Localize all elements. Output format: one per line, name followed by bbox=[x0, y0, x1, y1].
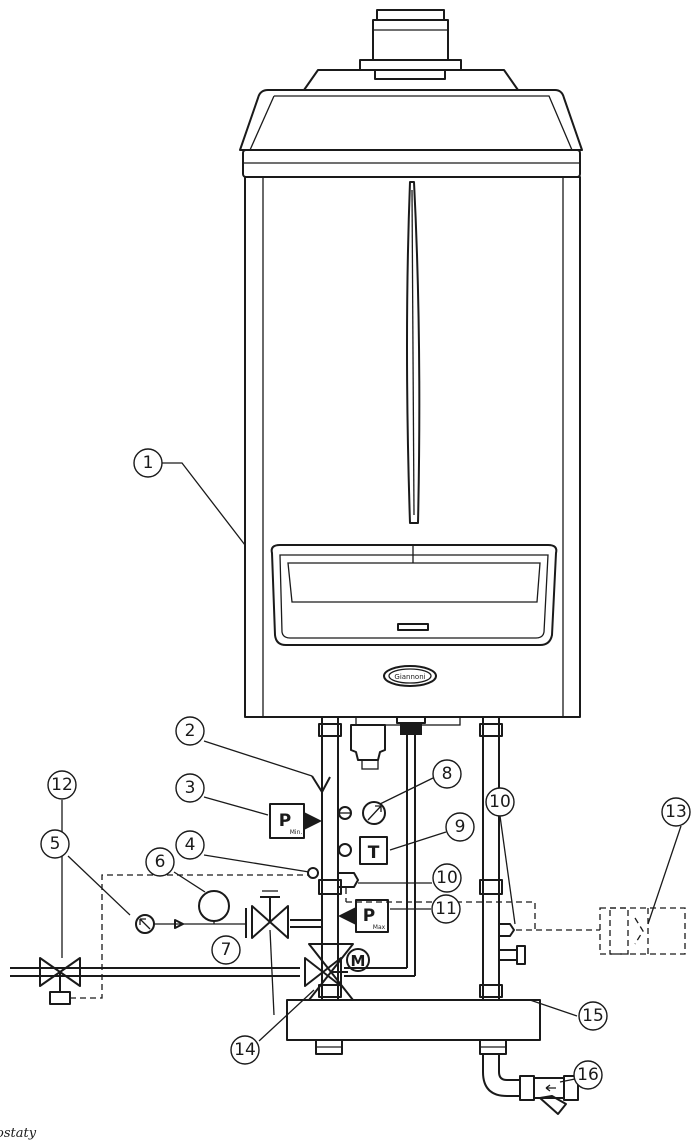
boiler-casing: Giannoni bbox=[244, 176, 581, 718]
hydraulic-separator bbox=[286, 999, 541, 1055]
pipework bbox=[10, 717, 600, 1000]
svg-text:9: 9 bbox=[455, 817, 466, 837]
callout-12: 12 bbox=[47, 770, 77, 800]
min-pressure-switch: P Min. bbox=[269, 803, 322, 839]
y-strainer-filter bbox=[482, 1053, 579, 1115]
sensor-probe bbox=[307, 867, 319, 879]
callout-1: 1 bbox=[133, 448, 163, 478]
callout-14: 14 bbox=[230, 1035, 260, 1065]
drain-cock-right bbox=[498, 923, 515, 937]
thermostat-symbol: T bbox=[338, 836, 388, 865]
svg-text:1: 1 bbox=[143, 453, 154, 473]
pressure-gauge-symbol bbox=[338, 801, 386, 825]
callout-5: 5 bbox=[40, 829, 70, 859]
bottom-fittings bbox=[350, 716, 461, 770]
caption-text: ostaty bbox=[0, 1126, 37, 1141]
leader-lines bbox=[61, 462, 682, 1083]
svg-text:10: 10 bbox=[489, 792, 511, 812]
max-pressure-sub: Max bbox=[373, 924, 386, 931]
drain-cock-left bbox=[337, 872, 359, 902]
boiler-unit: Giannoni bbox=[239, 9, 583, 770]
control-panel bbox=[270, 544, 558, 646]
svg-text:8: 8 bbox=[442, 764, 453, 784]
motorized-valve-letter: M bbox=[351, 952, 366, 970]
svg-text:7: 7 bbox=[221, 940, 232, 960]
flue-pipe bbox=[359, 9, 462, 71]
callout-10-right: 10 bbox=[485, 787, 515, 817]
min-pressure-letter: P bbox=[279, 811, 291, 831]
svg-text:13: 13 bbox=[665, 802, 687, 822]
svg-text:6: 6 bbox=[155, 852, 166, 872]
callout-8: 8 bbox=[432, 759, 462, 789]
svg-text:14: 14 bbox=[234, 1040, 256, 1060]
max-pressure-switch: P Max bbox=[338, 899, 389, 933]
callout-3: 3 bbox=[175, 773, 205, 803]
svg-text:3: 3 bbox=[185, 778, 196, 798]
safety-valve-symbol bbox=[311, 775, 331, 793]
callout-13: 13 bbox=[661, 797, 691, 827]
external-device-dashed bbox=[346, 901, 686, 955]
callout-9: 9 bbox=[445, 812, 475, 842]
expansion-vessel bbox=[174, 890, 246, 929]
brand-badge: Giannoni bbox=[383, 665, 437, 687]
svg-text:10: 10 bbox=[436, 868, 458, 888]
thermostat-letter: T bbox=[368, 843, 380, 863]
svg-text:5: 5 bbox=[50, 834, 61, 854]
svg-text:16: 16 bbox=[577, 1065, 599, 1085]
svg-text:12: 12 bbox=[51, 775, 73, 795]
svg-text:4: 4 bbox=[185, 835, 196, 855]
brand-badge-text: Giannoni bbox=[394, 673, 425, 681]
callout-11: 11 bbox=[431, 894, 461, 924]
callout-16: 16 bbox=[573, 1060, 603, 1090]
callout-4: 4 bbox=[175, 830, 205, 860]
callout-6: 6 bbox=[145, 847, 175, 877]
svg-text:15: 15 bbox=[582, 1006, 604, 1026]
callout-2: 2 bbox=[175, 716, 205, 746]
boiler-top-cover bbox=[239, 69, 583, 178]
callout-15: 15 bbox=[578, 1001, 608, 1031]
min-pressure-sub: Min. bbox=[290, 829, 303, 836]
solenoid-valve bbox=[39, 874, 308, 1005]
callout-10-left: 10 bbox=[432, 863, 462, 893]
svg-text:2: 2 bbox=[185, 721, 196, 741]
shutoff-valve-symbol bbox=[245, 890, 289, 939]
svg-text:11: 11 bbox=[435, 899, 457, 919]
gauge-5-symbol bbox=[135, 914, 175, 934]
motorized-valve: M bbox=[304, 943, 370, 1001]
callout-7: 7 bbox=[211, 935, 241, 965]
max-pressure-letter: P bbox=[363, 906, 375, 926]
